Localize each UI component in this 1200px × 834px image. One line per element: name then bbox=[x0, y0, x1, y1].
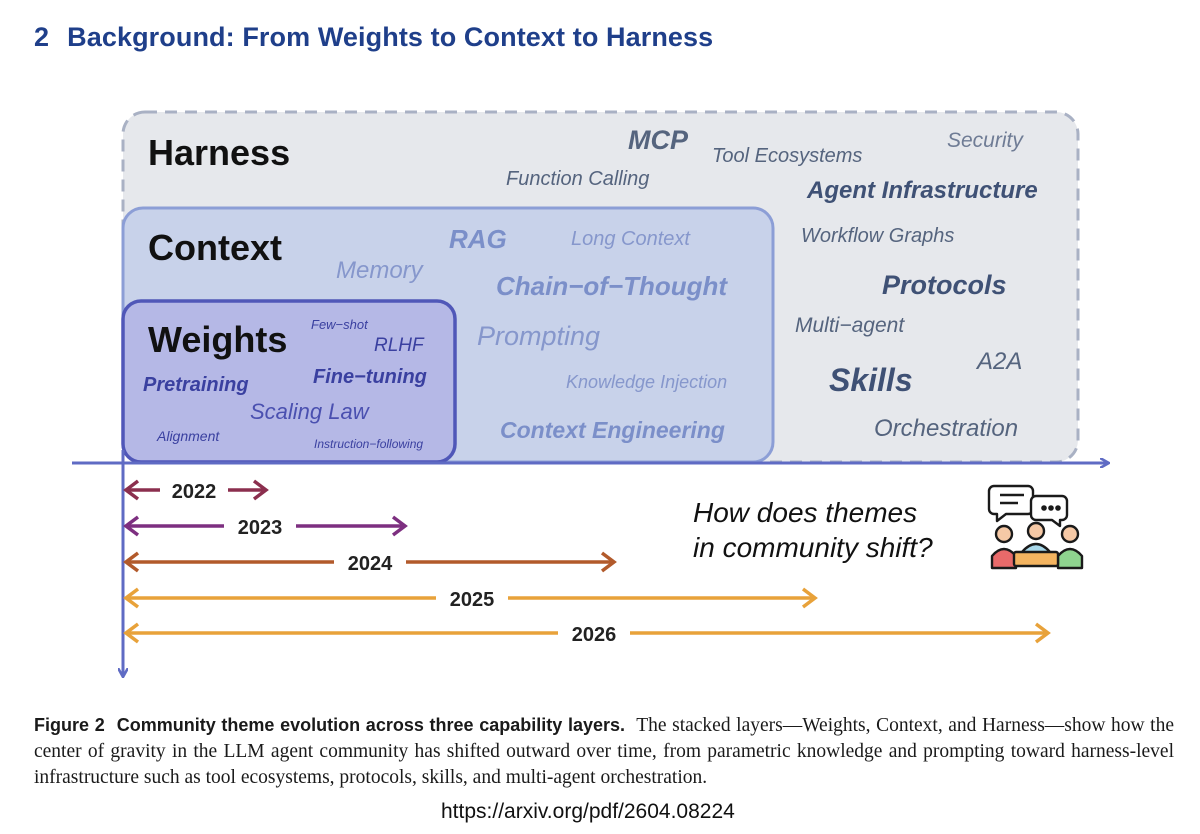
timeline-year-label: 2023 bbox=[238, 517, 283, 539]
timeline-year-label: 2024 bbox=[348, 553, 393, 575]
caption-text: The stacked layers—Weights, Context, and… bbox=[34, 715, 1174, 788]
weights-term: Few−shot bbox=[311, 317, 369, 332]
context-term: RAG bbox=[449, 224, 507, 254]
section-heading: 2 Background: From Weights to Context to … bbox=[34, 22, 713, 53]
weights-term: Alignment bbox=[156, 428, 220, 444]
caption-figure-label: Figure 2 bbox=[34, 715, 105, 735]
context-term: Chain−of−Thought bbox=[496, 271, 728, 301]
community-discussion-icon bbox=[987, 484, 1084, 570]
weights-term: Fine−tuning bbox=[313, 366, 427, 388]
weights-layer-label: Weights bbox=[148, 319, 287, 360]
harness-term: Tool Ecosystems bbox=[712, 145, 862, 167]
harness-term: Security bbox=[947, 129, 1024, 152]
harness-term: MCP bbox=[628, 125, 689, 155]
context-term: Knowledge Injection bbox=[566, 372, 727, 392]
question-line-1: How does themes bbox=[693, 497, 917, 528]
harness-layer-label: Harness bbox=[148, 132, 290, 173]
caption-title: Community theme evolution across three c… bbox=[116, 715, 626, 735]
source-url[interactable]: https://arxiv.org/pdf/2604.08224 bbox=[441, 800, 735, 823]
harness-term: A2A bbox=[975, 348, 1022, 375]
timeline-arrow-2022: 2022 bbox=[123, 479, 269, 503]
theme-evolution-figure: Harness Context Weights MCP Tool Ecosyst… bbox=[72, 110, 1200, 700]
harness-term: Skills bbox=[829, 362, 913, 398]
timeline-arrow-2024: 2024 bbox=[123, 551, 617, 575]
harness-term: Function Calling bbox=[506, 168, 649, 190]
figure-caption: Figure 2 Community theme evolution across… bbox=[34, 712, 1174, 791]
context-term: Prompting bbox=[477, 321, 600, 351]
timeline-year-label: 2022 bbox=[172, 481, 217, 503]
section-title: Background: From Weights to Context to H… bbox=[67, 22, 714, 52]
caption-lead: Figure 2 Community theme evolution across… bbox=[34, 715, 631, 735]
timeline-arrow-2023: 2023 bbox=[123, 515, 408, 539]
harness-term: Agent Infrastructure bbox=[806, 177, 1038, 204]
weights-term: Scaling Law bbox=[250, 399, 371, 424]
timeline-arrow-2026: 2026 bbox=[123, 622, 1051, 646]
harness-term: Workflow Graphs bbox=[801, 225, 954, 247]
context-term: Long Context bbox=[571, 228, 691, 250]
harness-term: Protocols bbox=[882, 270, 1007, 300]
timeline-year-label: 2026 bbox=[572, 624, 617, 646]
context-term: Memory bbox=[336, 257, 425, 284]
context-layer-label: Context bbox=[148, 227, 282, 268]
harness-term: Orchestration bbox=[874, 415, 1018, 442]
harness-term: Multi−agent bbox=[795, 314, 905, 337]
timeline-year-label: 2025 bbox=[450, 589, 495, 611]
question-line-2: in community shift? bbox=[693, 532, 933, 563]
weights-term: Pretraining bbox=[143, 374, 249, 396]
weights-term: Instruction−following bbox=[314, 437, 423, 451]
context-term: Context Engineering bbox=[500, 417, 725, 443]
timeline-arrow-2025: 2025 bbox=[123, 587, 818, 611]
section-number: 2 bbox=[34, 22, 50, 52]
weights-term: RLHF bbox=[374, 335, 425, 356]
